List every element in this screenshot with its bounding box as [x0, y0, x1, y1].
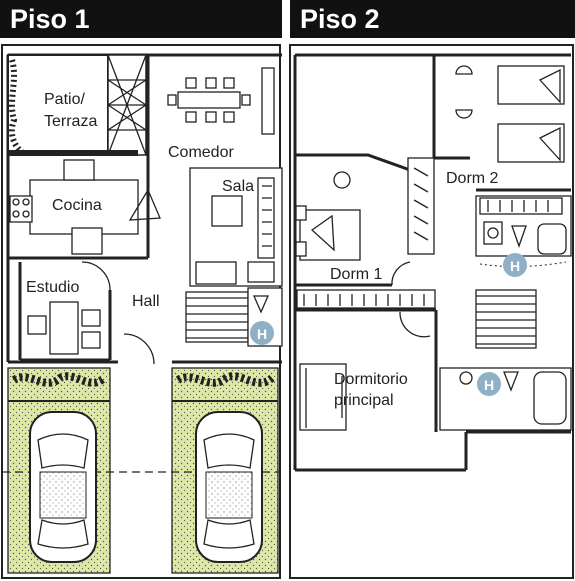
patio-plants [8, 59, 24, 155]
kitchen-sink [63, 159, 95, 181]
armchair [247, 261, 275, 283]
floor-2-plan: Dorm 2 Dorm 1 H Dormitorio principal [289, 44, 574, 579]
dorm-1-door-swing [391, 261, 411, 286]
principal-label-1: Dormitorio [334, 371, 408, 388]
kitchen-door-swing [128, 188, 161, 221]
tv-cabinet [195, 261, 237, 285]
floor-1-plan: Patio/ Terraza Cocina Comedor Sala Estud… [1, 44, 283, 579]
garden-right-plants [175, 372, 275, 387]
dorm-2-bed-b [497, 123, 565, 163]
floor-1-title: Piso 1 [10, 4, 90, 34]
kitchen-walls [8, 55, 150, 260]
patio-label-1: Patio/ [44, 91, 85, 108]
entry-door-swing [123, 333, 155, 365]
car-right [195, 411, 263, 563]
kitchen-label: Cocina [52, 197, 102, 214]
study-label: Estudio [26, 279, 79, 296]
dorm-2-label: Dorm 2 [446, 170, 499, 187]
kitchen-fridge [71, 227, 103, 255]
dining-label: Comedor [168, 144, 234, 161]
garden-left-plants [11, 372, 107, 387]
study-desk [49, 301, 79, 355]
coffee-table [211, 195, 243, 227]
toilet [253, 295, 269, 314]
dorm-2-bed-a [497, 65, 565, 105]
corridor-rail [296, 289, 436, 309]
patio-label-2: Terraza [44, 113, 97, 130]
dorm-1-label: Dorm 1 [330, 266, 383, 283]
floor-1-header: Piso 1 [0, 0, 282, 38]
dining-sideboard [261, 67, 275, 135]
upper-bathroom-marker-label: H [510, 258, 520, 274]
principal-bed [299, 363, 347, 431]
floor-2-title: Piso 2 [300, 4, 380, 34]
dorm-1-bed [299, 209, 361, 261]
floor-2-stairs [475, 289, 537, 349]
upper-bathroom-marker [503, 253, 527, 277]
upper-bathtub [537, 223, 567, 255]
principal-door-swing [399, 311, 431, 338]
study-walls [6, 258, 112, 362]
study-door-swing [81, 261, 111, 291]
lower-bathroom-marker-label: H [484, 377, 494, 393]
floor-2-header: Piso 2 [290, 0, 575, 38]
patio-area [7, 54, 109, 156]
dorm-1-walls [295, 153, 411, 287]
principal-label-2: principal [334, 392, 394, 409]
floor-plan-diagram: Patio/ Terraza Cocina Comedor Sala Estud… [1, 44, 574, 579]
dining-table [177, 91, 241, 109]
hall-label: Hall [132, 293, 160, 310]
dorm-1-closet [407, 157, 435, 255]
stairs [185, 291, 249, 343]
patio-kitchen-wall [8, 150, 138, 156]
principal-walls [295, 308, 438, 432]
lower-bathroom-marker [477, 372, 501, 396]
kitchen-stove [9, 195, 33, 223]
patio-trellis [107, 54, 147, 156]
lower-bathtub [533, 371, 567, 425]
bathroom-marker [250, 321, 274, 345]
living-label: Sala [222, 178, 254, 195]
dorm-2-lamps [455, 65, 473, 119]
car-left [29, 411, 97, 563]
bathroom-marker-label: H [257, 326, 267, 342]
dorm-2-walls [432, 55, 571, 192]
